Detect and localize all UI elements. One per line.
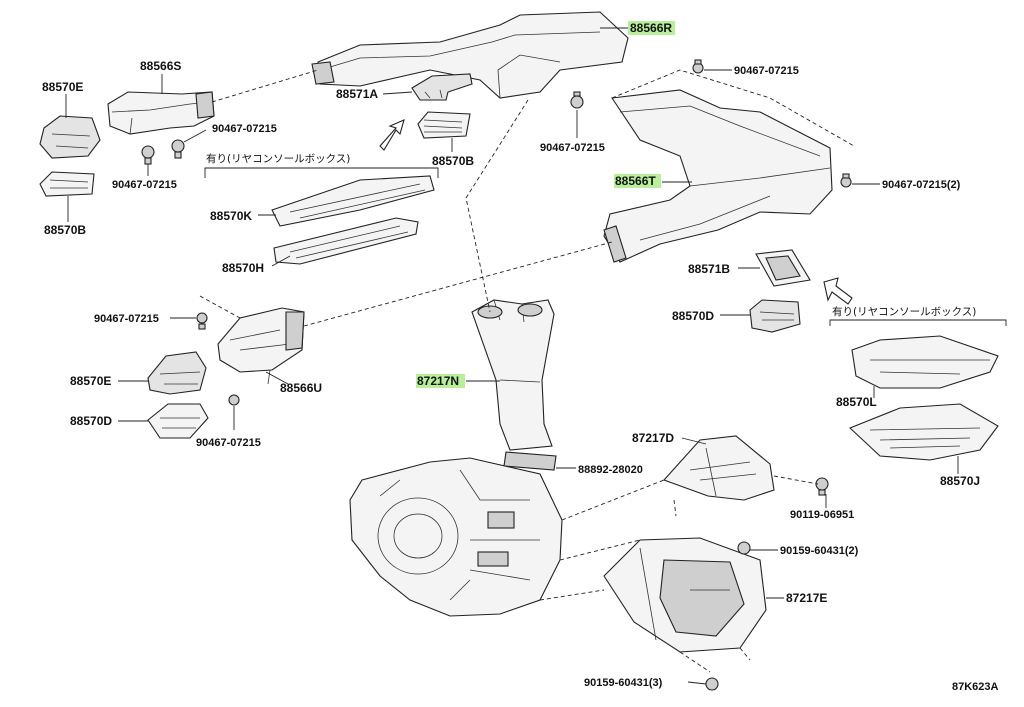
part-88570E-lower[interactable] (147, 351, 207, 395)
label-88566S: 88566S (140, 59, 181, 73)
label-88570B-left: 88570B (44, 223, 86, 237)
part-88570H[interactable] (273, 217, 419, 265)
duct-88566T[interactable] (603, 89, 833, 263)
diagram-code: 87K623A (952, 681, 999, 693)
note-rear-console-right: 有り(リヤコンソールボックス) (832, 305, 976, 318)
bolt-90467-right[interactable] (840, 173, 852, 188)
label-90159-a: 90159-60431(2) (780, 545, 859, 557)
hvac-housing[interactable] (349, 457, 563, 617)
part-88570B-top[interactable] (417, 111, 471, 139)
bolt-90467-left-b[interactable] (228, 394, 240, 406)
label-90119: 90119-06951 (790, 509, 854, 521)
label-88570D-lower: 88570D (70, 414, 112, 428)
label-88570J: 88570J (940, 474, 980, 488)
note-rear-console-left: 有り(リヤコンソールボックス) (206, 152, 350, 165)
duct-87217N[interactable] (471, 299, 555, 451)
highlight-88566R (628, 21, 675, 35)
duct-88566S[interactable] (107, 91, 215, 135)
label-88570K: 88570K (210, 209, 252, 223)
part-88570L[interactable] (851, 335, 999, 389)
bracket-left (204, 167, 439, 178)
label-88566R: 88566R (630, 21, 672, 35)
label-88570D-right: 88570D (672, 309, 714, 323)
clip-88566S-b[interactable] (171, 139, 185, 159)
label-88571B: 88571B (688, 262, 730, 276)
label-88570B-top: 88570B (432, 154, 474, 168)
part-88570J[interactable] (848, 403, 999, 461)
bolt-90159-a[interactable] (737, 541, 751, 555)
clip-88566S-a[interactable] (141, 145, 155, 165)
part-88571B[interactable] (755, 249, 811, 287)
bolt-90159-b[interactable] (705, 677, 719, 691)
part-87217E[interactable] (603, 537, 767, 653)
bolt-90467-left-a[interactable] (196, 312, 208, 330)
label-90467-a: 90467-07215 (212, 123, 277, 135)
label-88566U: 88566U (280, 381, 322, 395)
label-88566T: 88566T (615, 174, 656, 188)
label-88570H: 88570H (222, 261, 264, 275)
label-90467-g: 90467-07215 (196, 437, 261, 449)
bolt-90467-center[interactable] (570, 91, 584, 109)
label-87217N: 87217N (417, 374, 459, 388)
label-90467-f: 90467-07215 (94, 313, 159, 325)
highlight-88566T (614, 174, 661, 188)
part-88570K[interactable] (271, 175, 435, 227)
part-88570B-left[interactable] (39, 171, 95, 197)
label-90467-d: 90467-07215 (112, 179, 177, 191)
direction-arrow-top (379, 119, 405, 151)
part-88570D-lower[interactable] (147, 403, 209, 439)
part-88570D-right[interactable] (749, 299, 801, 333)
part-88570E-top[interactable] (39, 115, 101, 159)
gasket-88892[interactable] (503, 451, 557, 471)
direction-arrow-right (823, 277, 853, 305)
label-88570L: 88570L (836, 395, 877, 409)
part-88571A[interactable] (411, 73, 473, 101)
label-88570E-top: 88570E (42, 80, 83, 94)
duct-88566R[interactable] (311, 11, 629, 99)
label-88571A: 88571A (336, 87, 378, 101)
label-90467-b: 90467-07215 (540, 142, 605, 154)
bolt-90467-top-right[interactable] (692, 59, 704, 74)
bracket-right (829, 319, 1007, 326)
duct-88566U[interactable] (217, 307, 305, 385)
label-90159-b: 90159-60431(3) (584, 677, 663, 689)
label-90467-c: 90467-07215 (734, 65, 799, 77)
label-87217E: 87217E (786, 591, 827, 605)
label-90467-e: 90467-07215(2) (882, 179, 961, 191)
label-87217D: 87217D (632, 431, 674, 445)
label-88570E-lower: 88570E (70, 374, 111, 388)
bolt-90119[interactable] (815, 477, 829, 496)
part-87217D[interactable] (663, 435, 775, 501)
label-88892: 88892-28020 (578, 464, 643, 476)
highlight-87217N (416, 374, 465, 388)
